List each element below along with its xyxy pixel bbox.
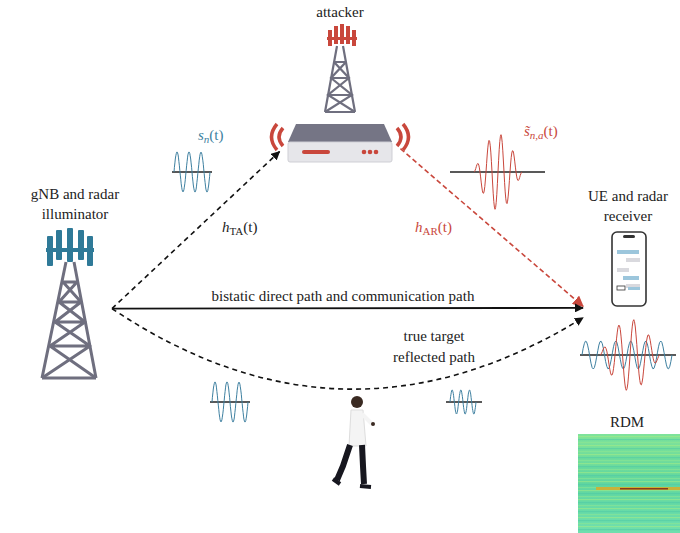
rdm-texture <box>578 454 680 455</box>
signal-path <box>112 152 280 309</box>
rdm-texture <box>578 436 680 437</box>
rdm-image <box>578 434 680 533</box>
rdm-texture <box>578 490 680 491</box>
attacker-tower <box>325 46 355 112</box>
edge-label: bistatic direct path and communication p… <box>143 286 543 307</box>
rdm-texture <box>578 505 680 506</box>
rdm-texture <box>578 493 680 494</box>
rdm-texture <box>578 460 680 461</box>
rdm-texture <box>578 517 680 518</box>
rdm-texture <box>578 451 680 452</box>
signal-path <box>400 149 583 307</box>
label-part: RDM <box>610 414 644 430</box>
label-part: (t) <box>544 123 558 139</box>
rdm-texture <box>578 481 680 482</box>
edge-label: true target reflected path <box>380 326 488 368</box>
wave-axis <box>446 401 482 402</box>
rdm-texture <box>578 499 680 500</box>
label-part: TA <box>230 225 244 237</box>
label-part: s̃ <box>524 123 530 139</box>
label-part: n <box>204 133 210 145</box>
label-part: (t) <box>243 219 257 235</box>
rdm-texture <box>578 478 680 479</box>
ue-phone <box>612 232 646 306</box>
rdm-texture <box>578 511 680 512</box>
rdm-texture <box>578 439 680 440</box>
target-person <box>333 396 375 487</box>
rdm-texture <box>578 475 680 476</box>
label-part: (t) <box>438 219 452 235</box>
node-box: gNB and radar illuminator <box>38 228 112 380</box>
rdm-texture <box>578 445 680 446</box>
label-part: s <box>198 127 204 143</box>
signal-wave <box>174 152 210 192</box>
math-label: RDM <box>610 413 644 431</box>
signal-wave <box>600 320 660 391</box>
rdm-texture <box>578 463 680 464</box>
rdm-texture <box>578 466 680 467</box>
signal-wave <box>582 341 672 369</box>
signal-path <box>112 307 583 309</box>
rdm-texture <box>578 442 680 443</box>
wave-axis <box>580 354 676 355</box>
signal-path <box>112 309 583 390</box>
attacker-device <box>272 124 409 162</box>
math-label: hTA(t) <box>222 218 257 240</box>
signal-wave <box>474 135 522 210</box>
gnb-antennas <box>46 228 94 266</box>
math-label: hAR(t) <box>415 218 452 240</box>
node-label: UE and radar receiver <box>576 186 680 226</box>
label-part: n,a <box>530 129 544 141</box>
rdm-texture <box>578 526 680 527</box>
rdm-texture <box>578 520 680 521</box>
rdm-texture <box>578 457 680 458</box>
signal-wave <box>212 382 248 422</box>
rdm-texture <box>578 523 680 524</box>
label-part: h <box>415 219 423 235</box>
node-box: UE and radar receiver <box>583 230 650 312</box>
signal-wave <box>450 390 476 414</box>
math-label: sn(t) <box>198 126 224 148</box>
attacker-antennas <box>327 24 357 46</box>
rdm-texture <box>578 496 680 497</box>
rdm-texture <box>578 469 680 470</box>
rdm-texture <box>578 484 680 485</box>
rdm-texture <box>578 514 680 515</box>
rdm-texture <box>578 472 680 473</box>
math-label: s̃n,a(t) <box>524 122 558 144</box>
node-box: attacker <box>284 22 396 166</box>
label-part: h <box>222 219 230 235</box>
node-label: gNB and radar illuminator <box>13 184 137 224</box>
label-part: AR <box>423 225 438 237</box>
node-label: attacker <box>270 2 410 22</box>
rdm-texture <box>578 448 680 449</box>
label-part: (t) <box>209 127 223 143</box>
rdm-texture <box>578 502 680 503</box>
rdm-texture <box>578 529 680 530</box>
rdm-texture <box>578 508 680 509</box>
